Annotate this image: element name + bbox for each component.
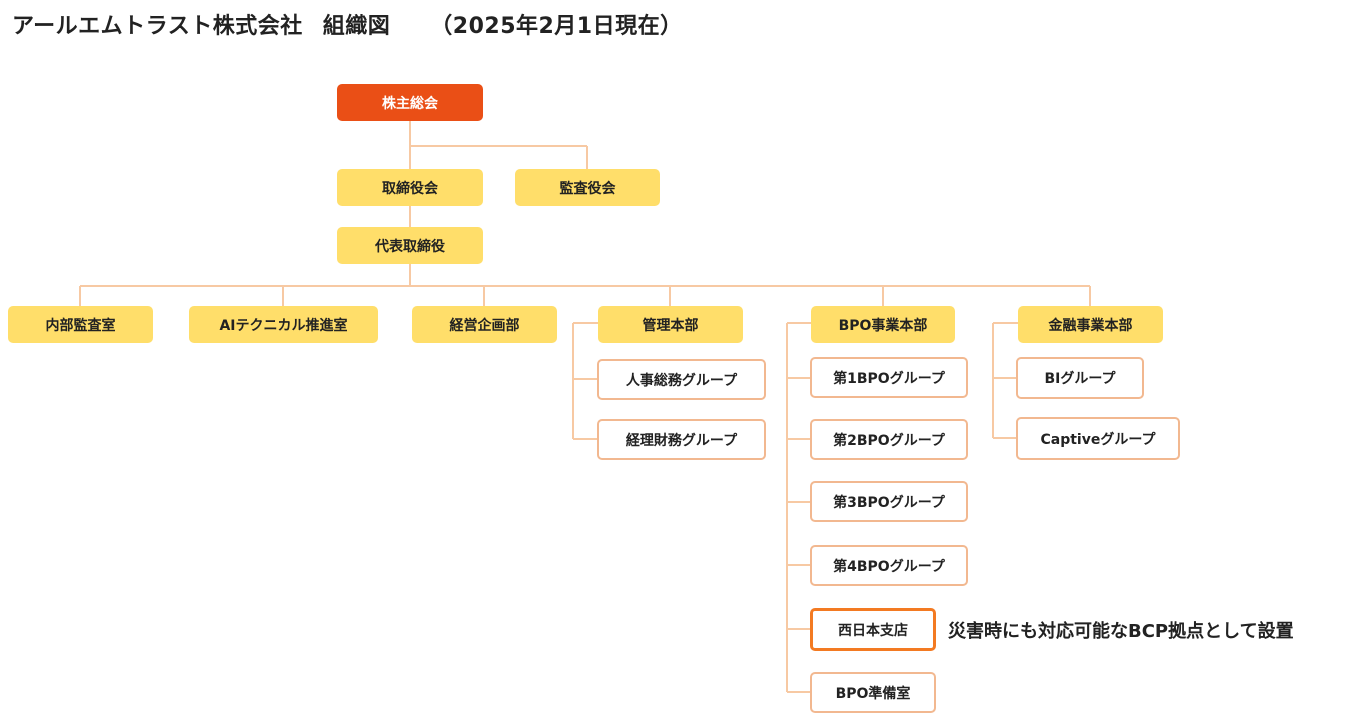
page-title: アールエムトラスト株式会社組織図 （2025年2月1日現在） [12, 8, 683, 40]
chart-label: 組織図 [322, 14, 391, 39]
bcp-note: 災害時にも対応可能なBCP拠点として設置 [948, 621, 1294, 642]
node-bpo-preparation-office: BPO準備室 [810, 672, 936, 713]
node-board-of-directors: 取締役会 [337, 169, 483, 206]
node-administration-hq: 管理本部 [598, 306, 743, 343]
node-bpo-group: 第4BPOグループ [810, 545, 968, 586]
node-corporate-planning: 経営企画部 [412, 306, 557, 343]
node-finance-hq: 金融事業本部 [1018, 306, 1163, 343]
node-admin-group: 経理財務グループ [597, 419, 766, 460]
node-finance-group: BIグループ [1016, 357, 1144, 399]
node-finance-group: Captiveグループ [1016, 417, 1180, 460]
node-representative-director: 代表取締役 [337, 227, 483, 264]
node-bpo-group: 第3BPOグループ [810, 481, 968, 522]
as-of-date: （2025年2月1日現在） [430, 14, 683, 39]
node-admin-group: 人事総務グループ [597, 359, 766, 400]
node-audit-board: 監査役会 [515, 169, 660, 206]
node-ai-technical: AIテクニカル推進室 [189, 306, 378, 343]
node-west-japan-branch: 西日本支店 [810, 608, 936, 651]
node-bpo-hq: BPO事業本部 [811, 306, 955, 343]
node-bpo-group: 第1BPOグループ [810, 357, 968, 398]
node-shareholders-meeting: 株主総会 [337, 84, 483, 121]
node-bpo-group: 第2BPOグループ [810, 419, 968, 460]
company-name: アールエムトラスト株式会社 [12, 14, 303, 39]
node-internal-audit: 内部監査室 [8, 306, 153, 343]
